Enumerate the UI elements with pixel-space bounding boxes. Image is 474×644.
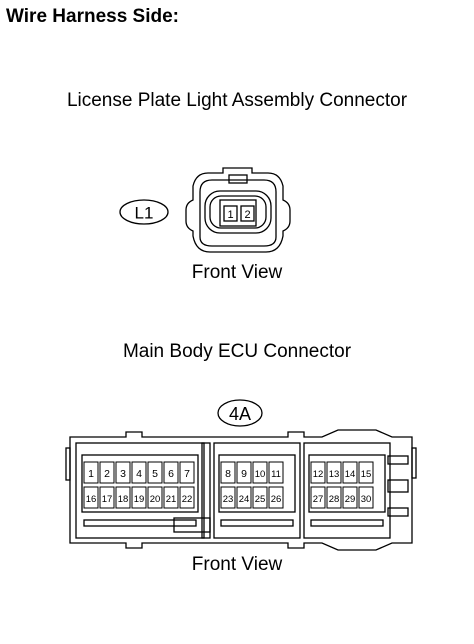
- ecu-pin-cavity: [236, 461, 252, 484]
- l1-label: L1: [119, 199, 169, 225]
- ecu-pin-number: 12: [313, 469, 324, 480]
- ecu-pin-cavity: [310, 486, 326, 509]
- license-plate-connector-view-label: Front View: [191, 262, 283, 283]
- ecu-pin-cavity: [147, 486, 163, 509]
- l1-pin-2: 2: [244, 209, 250, 221]
- ecu-pin-number: 16: [86, 494, 97, 505]
- ecu-pin-number: 15: [361, 469, 372, 480]
- ecu-pin-cavity: [179, 486, 195, 509]
- ecu-pin-cavity: [310, 461, 326, 484]
- ecu-pin-cavity: [147, 461, 163, 484]
- ecu-pin-cavity: [179, 461, 195, 484]
- ecu-pin-cavity: [220, 461, 236, 484]
- ecu-pin-cavity: [252, 461, 268, 484]
- page-title: Wire Harness Side:: [6, 6, 180, 27]
- ecu-pin-number: 9: [241, 468, 247, 480]
- ecu-pin-number: 17: [102, 494, 113, 505]
- ecu-pin-number: 19: [134, 494, 145, 505]
- ecu-pin-cavity: [342, 486, 358, 509]
- ecu-pin-cavity: [99, 486, 115, 509]
- ecu-pin-number: 2: [104, 468, 110, 480]
- ecu-pin-number: 23: [223, 494, 234, 505]
- ecu-pin-number: 1: [88, 468, 94, 480]
- l1-pin-1: 1: [227, 209, 233, 221]
- ecu-pin-number: 25: [255, 494, 266, 505]
- ecu-pin-number: 18: [118, 494, 129, 505]
- 4a-code: 4A: [229, 404, 251, 424]
- ecu-pin-cavity: [163, 461, 179, 484]
- ecu-connector-name: Main Body ECU Connector: [122, 341, 352, 362]
- ecu-pin-number: 30: [361, 494, 372, 505]
- ecu-pin-cavity: [252, 486, 268, 509]
- license-plate-connector-name: License Plate Light Assembly Connector: [66, 90, 408, 111]
- ecu-pin-number: 8: [225, 468, 231, 480]
- ecu-pin-number: 4: [136, 468, 142, 480]
- ecu-pin-cavity: [115, 461, 131, 484]
- ecu-pin-number: 29: [345, 494, 356, 505]
- ecu-pin-number: 28: [329, 494, 340, 505]
- ecu-connector-view-label: Front View: [191, 554, 283, 575]
- ecu-pin-number: 14: [345, 469, 356, 480]
- ecu-pin-cavity: [268, 461, 284, 484]
- ecu-pin-cavity: [326, 461, 342, 484]
- ecu-pin-cavity: [236, 486, 252, 509]
- ecu-pin-number: 26: [271, 494, 282, 505]
- ecu-pin-cavity: [268, 486, 284, 509]
- ecu-pin-number: 3: [120, 468, 126, 480]
- ecu-pin-cavity: [358, 461, 374, 484]
- ecu-pin-number: 7: [184, 468, 190, 480]
- ecu-pin-number: 5: [152, 468, 158, 480]
- l1-code: L1: [135, 204, 154, 223]
- ecu-pin-cavity: [99, 461, 115, 484]
- ecu-connector: [65, 429, 417, 551]
- ecu-pin-cavity: [131, 486, 147, 509]
- ecu-pin-number: 10: [255, 469, 266, 480]
- ecu-pin-number: 21: [166, 494, 177, 505]
- ecu-pin-number: 27: [313, 494, 324, 505]
- l1-connector: [185, 167, 291, 253]
- 4a-label: 4A: [217, 399, 263, 427]
- ecu-pin-number: 13: [329, 469, 340, 480]
- ecu-pin-cavity: [342, 461, 358, 484]
- ecu-pin-number: 20: [150, 494, 161, 505]
- ecu-pin-cavity: [83, 486, 99, 509]
- ecu-pin-number: 24: [239, 494, 250, 505]
- ecu-pin-number: 6: [168, 468, 174, 480]
- ecu-pin-cavity: [358, 486, 374, 509]
- ecu-pin-cavity: [220, 486, 236, 509]
- ecu-pin-cavity: [326, 486, 342, 509]
- ecu-pin-cavity: [163, 486, 179, 509]
- ecu-pin-number: 11: [271, 469, 281, 480]
- ecu-pin-cavity: [83, 461, 99, 484]
- ecu-pin-number: 22: [182, 494, 193, 505]
- ecu-pin-cavity: [115, 486, 131, 509]
- ecu-pin-cavity: [131, 461, 147, 484]
